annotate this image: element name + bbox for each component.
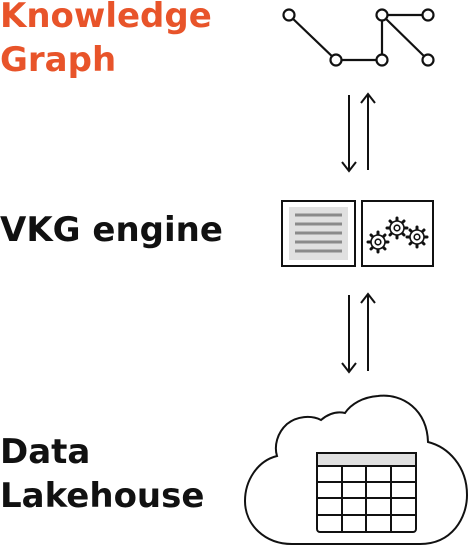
table-icon [316,452,417,533]
gear-icon [385,216,409,240]
data-lakehouse-label: Data Lakehouse [0,430,204,518]
vkg-engine-label: VKG engine [0,210,223,250]
arrows-graph-engine [341,92,376,173]
arrow-down-icon [341,95,357,173]
knowledge-graph-label: Knowledge Graph [0,0,212,82]
arrows-engine-lakehouse [341,292,376,374]
gears-panel-icon [361,200,434,267]
gear-icon [366,230,390,254]
arrow-up-icon [360,92,376,170]
document-panel-icon [281,200,356,267]
knowledge-graph-label-line2: Graph [0,40,117,80]
arrow-down-icon [341,295,357,374]
data-lakehouse-label-line2: Lakehouse [0,476,205,516]
arrow-up-icon [360,292,376,371]
data-lakehouse-label-line1: Data [0,432,91,472]
cloud-table-icon [243,394,469,545]
vkg-engine-icon [281,200,434,267]
knowledge-graph-label-line1: Knowledge [0,0,212,36]
knowledge-graph-icon [282,8,435,67]
gear-icon [405,225,429,249]
